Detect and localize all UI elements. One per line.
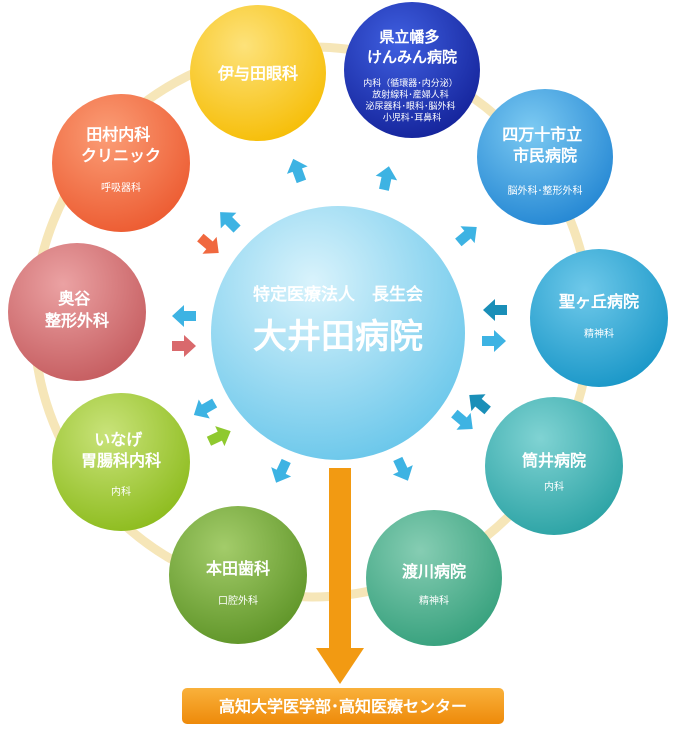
node-shimanto-title-0: 四万十市立: [502, 125, 582, 144]
node-kenmin: 県立幡多 けんみん病院 内科（循環器･内分泌） 放射線科･産婦人科 泌尿器科･眼…: [344, 2, 480, 138]
node-honda: 本田歯科 口腔外科: [169, 506, 307, 644]
node-shimanto-title-1: 市民病院: [513, 146, 577, 165]
arrow-to-kenmin: [375, 166, 398, 191]
node-kenmin-sub-3: 小児科･耳鼻科: [383, 112, 442, 124]
node-okutani-title-1: 整形外科: [44, 311, 109, 330]
connection-arrows: [172, 158, 507, 483]
svg-text:渡川病院: 渡川病院: [402, 562, 466, 581]
node-tsutsui-sub-0: 内科: [544, 480, 564, 493]
bottom-destination-label: 高知大学医学部･高知医療センター: [219, 697, 467, 716]
arrow-from-okutani: [172, 335, 196, 357]
node-honda-title-0: 本田歯科: [206, 559, 270, 578]
node-kenmin-sub-2: 泌尿器科･眼科･脳外科: [366, 100, 456, 112]
node-tamura-title-0: 田村内科: [86, 125, 150, 144]
arrow-to-hijirigaoka: [482, 330, 506, 352]
arrow-from-hijirigaoka: [483, 299, 507, 321]
node-kenmin-title-1: けんみん病院: [367, 48, 457, 66]
svg-text:内科（循環器･内分泌） 放射線科･産婦人科: 内科（循環器･内分泌） 放射線科･産婦人科 泌尿器科･眼科･脳外科 小児科･耳鼻…: [363, 77, 460, 124]
node-inage: いなげ 胃腸科内科 内科: [52, 393, 190, 531]
svg-text:伊与田眼科: 伊与田眼科: [217, 64, 298, 83]
arrow-to-watarigawa: [392, 456, 413, 481]
node-inage-sub-0: 内科: [111, 485, 131, 498]
arrow-to-okutani: [172, 305, 196, 327]
arrow-to-inage: [193, 398, 218, 419]
node-okutani-title-0: 奥谷: [58, 289, 91, 308]
svg-text:筒井病院: 筒井病院: [521, 451, 586, 470]
center-hospital: 特定医療法人 長生会 大井田病院: [211, 206, 465, 460]
node-hijirigaoka-sub-0: 精神科: [584, 327, 614, 340]
node-iyoda: 伊与田眼科: [190, 5, 326, 141]
node-kenmin-title-0: 県立幡多: [379, 28, 439, 46]
node-tsutsui-title-0: 筒井病院: [521, 451, 586, 470]
svg-text:内科: 内科: [544, 480, 564, 493]
svg-text:本田歯科: 本田歯科: [206, 559, 270, 578]
node-okutani: 奥谷 整形外科: [8, 243, 146, 381]
arrow-from-tamura: [197, 233, 219, 254]
arrow-to-iyoda: [286, 158, 308, 184]
center-subtitle: 特定医療法人 長生会: [253, 284, 423, 305]
center-title: 大井田病院: [253, 317, 423, 357]
node-watarigawa-sub-0: 精神科: [419, 594, 449, 607]
node-tamura: 田村内科 クリニック 呼吸器科: [52, 94, 190, 232]
node-hijirigaoka-title-0: 聖ヶ丘病院: [559, 292, 639, 311]
svg-text:田村内科 クリニック: 田村内科 クリニック: [81, 125, 161, 165]
svg-text:聖ヶ丘病院: 聖ヶ丘病院: [559, 292, 639, 311]
svg-text:精神科: 精神科: [419, 594, 449, 607]
svg-text:呼吸器科: 呼吸器科: [101, 181, 141, 194]
arrow-from-inage: [206, 426, 231, 447]
node-inage-title-0: いなげ: [94, 430, 143, 449]
node-tsutsui: 筒井病院 内科: [485, 397, 623, 535]
arrow-to-honda: [271, 458, 292, 483]
node-hijirigaoka: 聖ヶ丘病院 精神科: [530, 249, 668, 387]
svg-text:精神科: 精神科: [584, 327, 614, 340]
svg-text:奥谷 整形外科: 奥谷 整形外科: [44, 289, 109, 330]
node-iyoda-title-0: 伊与田眼科: [217, 64, 298, 83]
node-watarigawa: 渡川病院 精神科: [366, 510, 502, 646]
node-shimanto-sub-0: 脳外科･整形外科: [508, 184, 583, 197]
arrow-to-tsutsui: [451, 409, 473, 430]
node-shimanto: 四万十市立 市民病院 脳外科･整形外科: [477, 89, 613, 225]
arrow-to-shimanto: [455, 226, 477, 247]
node-tamura-sub-0: 呼吸器科: [101, 181, 141, 194]
svg-text:内科: 内科: [111, 485, 131, 498]
arrow-from-tsutsui: [469, 394, 491, 415]
node-watarigawa-title-0: 渡川病院: [402, 562, 466, 581]
bottom-destination-box: 高知大学医学部･高知医療センター: [182, 688, 504, 724]
arrow-to-tamura: [220, 212, 241, 233]
svg-text:口腔外科: 口腔外科: [218, 594, 258, 607]
svg-text:いなげ 胃腸科内科: いなげ 胃腸科内科: [81, 430, 161, 470]
svg-text:県立幡多 けんみん病院: 県立幡多 けんみん病院: [367, 28, 457, 66]
svg-text:脳外科･整形外科: 脳外科･整形外科: [508, 184, 583, 197]
down-arrow: [316, 468, 364, 684]
node-tamura-title-1: クリニック: [81, 146, 161, 165]
node-kenmin-sub-1: 放射線科･産婦人科: [372, 89, 449, 101]
node-kenmin-sub-0: 内科（循環器･内分泌）: [363, 77, 458, 89]
node-honda-sub-0: 口腔外科: [218, 594, 258, 607]
node-inage-title-1: 胃腸科内科: [81, 451, 161, 470]
svg-text:四万十市立 市民病院: 四万十市立 市民病院: [502, 125, 588, 165]
